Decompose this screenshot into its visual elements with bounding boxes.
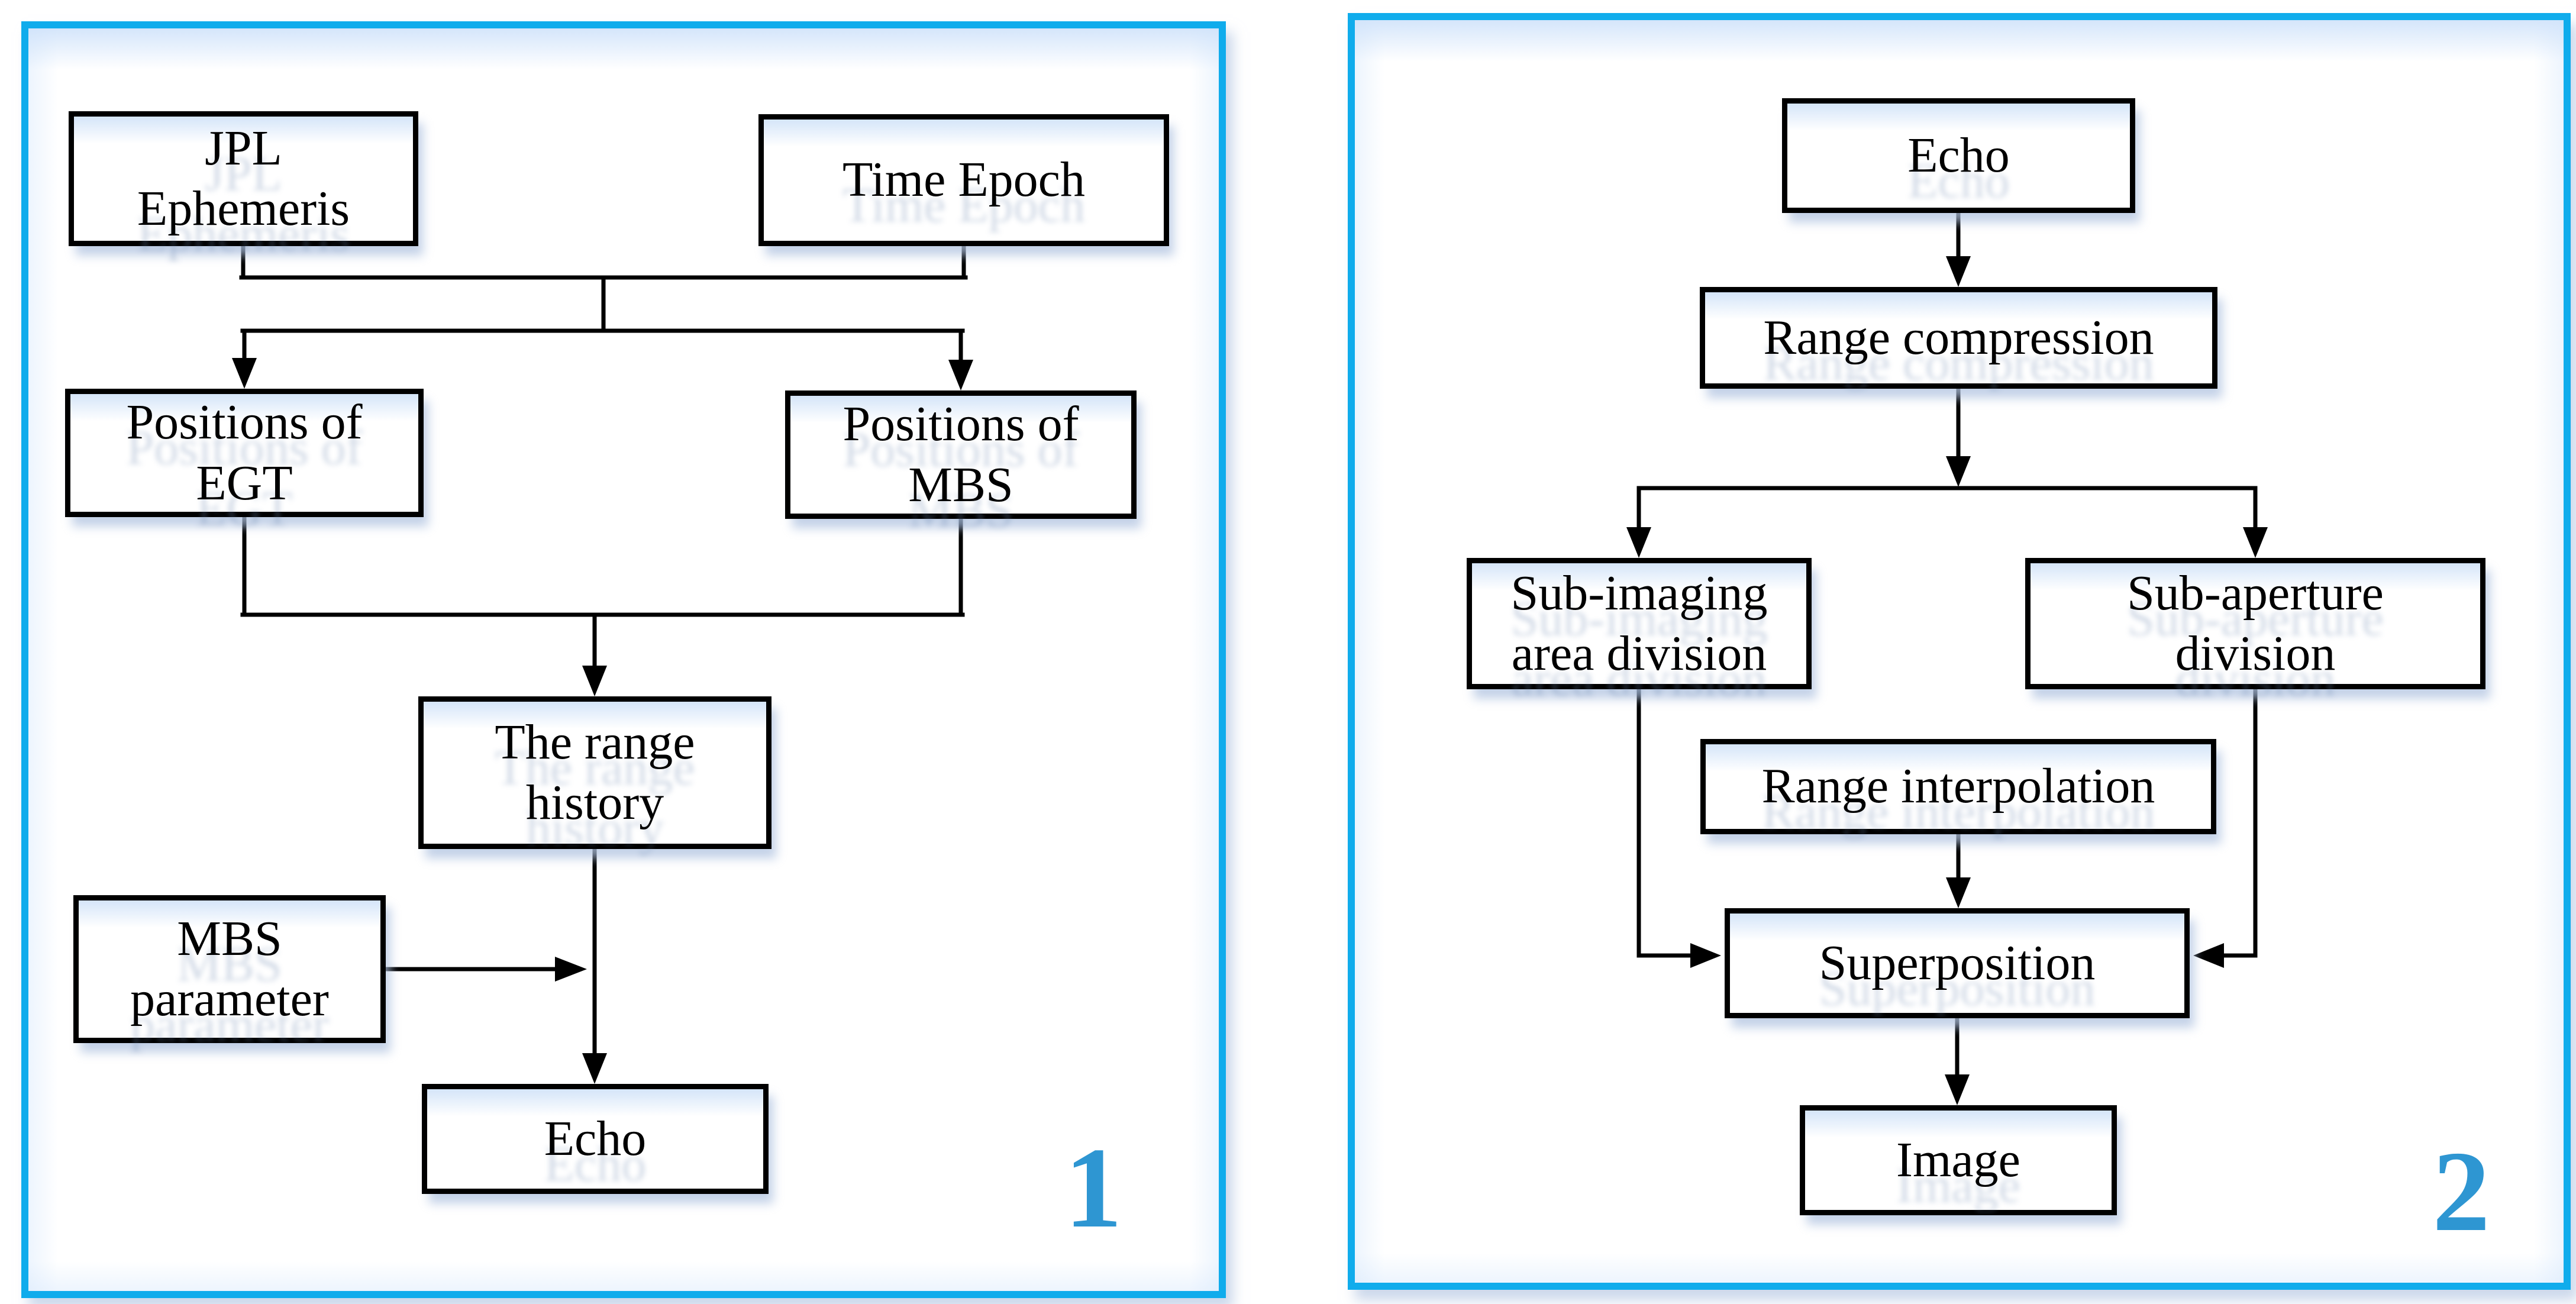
edge-superposition-to-image xyxy=(1945,1016,1970,1105)
flowchart-panel-2: Echo Range compression Sub-imaging area … xyxy=(1348,13,2571,1290)
flowchart-panel-1: JPL Ephemeris Time Epoch Positions of EG… xyxy=(21,21,1226,1298)
edge-range-compression-split xyxy=(1626,386,2268,558)
node-range-compression: Range compression xyxy=(1700,287,2217,389)
node-positions-of-egt: Positions of EGT xyxy=(65,389,424,517)
edge-sub-imaging-to-superposition xyxy=(1636,687,1721,968)
edge-sub-aperture-to-superposition xyxy=(2193,687,2258,968)
node-sub-imaging-area-division: Sub-imaging area division xyxy=(1467,558,1812,689)
panel-number-1: 1 xyxy=(1064,1124,1122,1252)
edge-to-range-history xyxy=(240,515,965,696)
edge-to-positions-of-mbs xyxy=(948,328,973,390)
node-image: Image xyxy=(1800,1105,2117,1215)
node-time-epoch: Time Epoch xyxy=(758,114,1169,246)
edge-echo-to-range-compression xyxy=(1946,211,1971,287)
panel-number-2: 2 xyxy=(2432,1127,2490,1255)
edge-range-history-to-echo xyxy=(582,847,607,1084)
edge-top-join xyxy=(239,244,968,333)
node-echo-input: Echo xyxy=(1782,98,2135,213)
node-jpl-ephemeris: JPL Ephemeris xyxy=(69,111,418,246)
edge-interpolation-to-superposition xyxy=(1946,832,1971,908)
connectors-panel-2 xyxy=(1626,211,2268,1105)
node-positions-of-mbs: Positions of MBS xyxy=(785,390,1137,519)
edge-to-positions-of-egt xyxy=(232,328,257,389)
node-sub-aperture-division: Sub-aperture division xyxy=(2025,558,2485,689)
node-range-interpolation: Range interpolation xyxy=(1700,739,2216,834)
node-echo-output: Echo xyxy=(422,1084,769,1194)
node-mbs-parameter: MBS parameter xyxy=(73,895,386,1043)
node-the-range-history: The range history xyxy=(418,696,771,849)
connectors-panel-1 xyxy=(232,244,973,1084)
edge-mbs-parameter-to-echo xyxy=(383,957,587,982)
node-superposition: Superposition xyxy=(1725,908,2190,1018)
